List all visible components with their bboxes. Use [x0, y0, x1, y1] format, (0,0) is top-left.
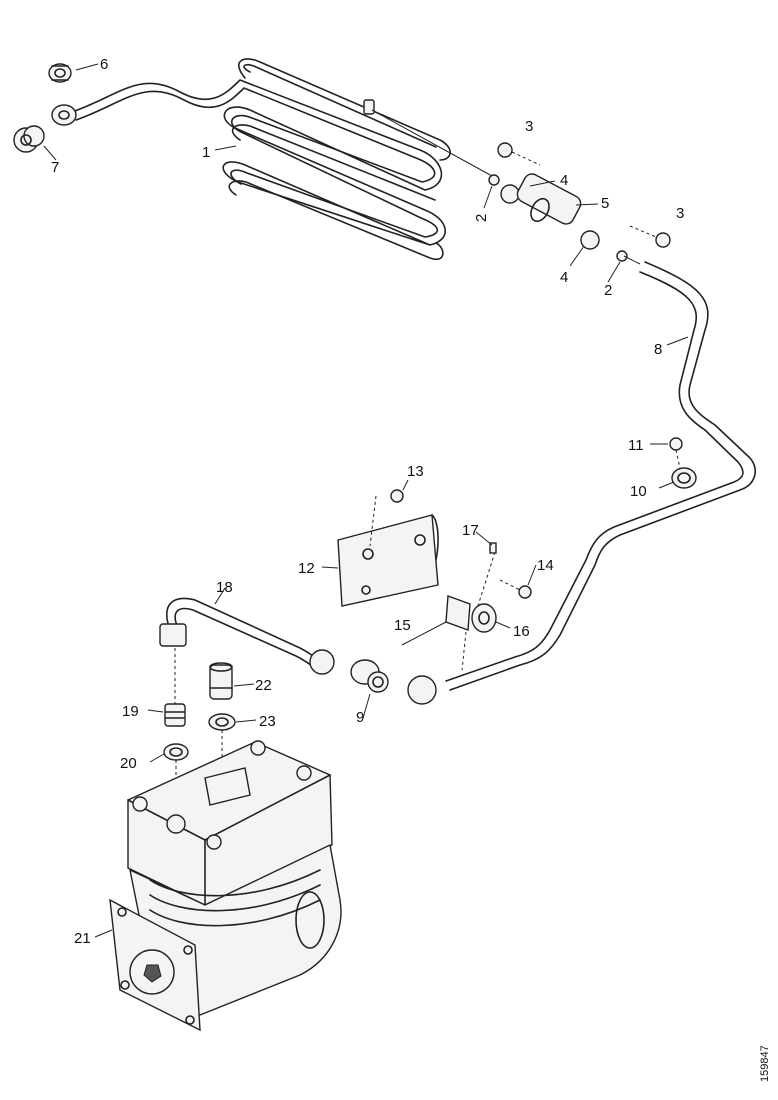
label-18: 18: [216, 579, 233, 596]
label-3a: 3: [525, 118, 533, 135]
label-19: 19: [122, 703, 139, 720]
label-17: 17: [462, 522, 479, 539]
leader-lines: [43, 63, 689, 938]
fitting-22: [209, 662, 233, 700]
label-4a: 4: [560, 172, 568, 189]
label-11: 11: [628, 437, 644, 454]
pipe-8: [445, 261, 756, 691]
label-5: 5: [601, 195, 609, 212]
cooling-coil: [71, 58, 451, 261]
label-1: 1: [202, 144, 210, 161]
bolt-11: [669, 437, 683, 469]
part-labels: 1 2 2 3 3 4 4 5 6 7 8 9 10 11 12 13 14 1…: [51, 56, 771, 1082]
label-8: 8: [654, 341, 662, 358]
label-3b: 3: [676, 205, 684, 222]
label-2a: 2: [473, 214, 490, 222]
clamp-10: [671, 467, 697, 489]
pipe-18: [159, 597, 335, 675]
label-16: 16: [513, 623, 530, 640]
compressor-21: [109, 740, 342, 1032]
label-6: 6: [100, 56, 108, 73]
fitting-19: [164, 648, 186, 727]
valve-assembly: [371, 109, 671, 265]
connector-9: [350, 659, 437, 705]
label-7: 7: [51, 159, 59, 176]
label-23: 23: [259, 713, 276, 730]
label-2b: 2: [604, 282, 612, 299]
bracket-12: [337, 495, 439, 607]
label-14: 14: [537, 557, 554, 574]
nut-fitting: [51, 104, 77, 126]
label-15: 15: [394, 617, 411, 634]
document-id: 159847: [759, 1045, 771, 1082]
label-20: 20: [120, 755, 137, 772]
label-22: 22: [255, 677, 272, 694]
seal-20: [163, 743, 189, 815]
fitting-7: [13, 125, 45, 153]
label-9: 9: [356, 709, 364, 726]
fitting-6: [48, 63, 72, 83]
clamp-assembly: [445, 542, 532, 671]
bolt-13: [390, 479, 409, 503]
label-4b: 4: [560, 269, 568, 286]
label-10: 10: [630, 483, 647, 500]
label-13: 13: [407, 463, 424, 480]
label-21: 21: [74, 930, 91, 947]
label-12: 12: [298, 560, 315, 577]
